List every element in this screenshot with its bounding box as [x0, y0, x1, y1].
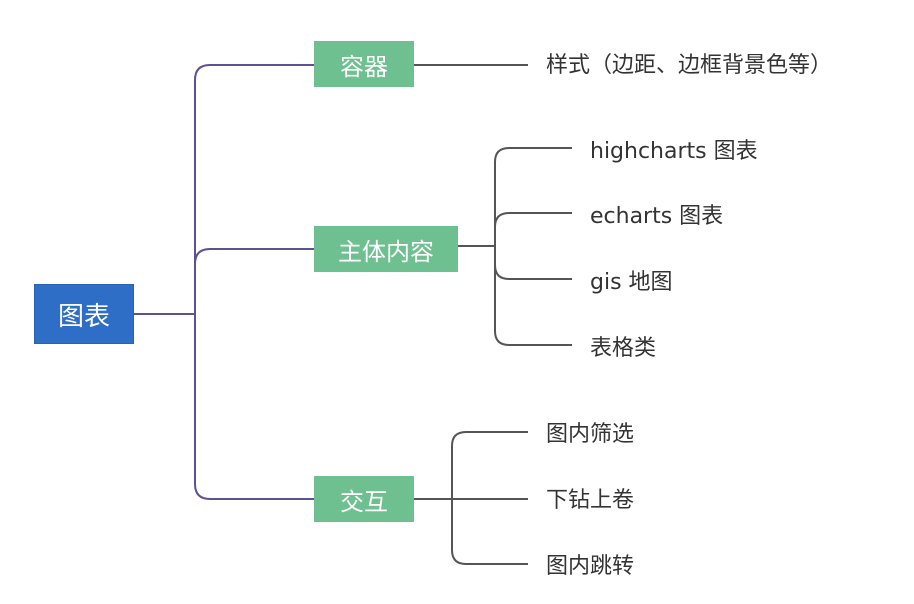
leaf-node-echarts[interactable]: echarts 图表 [590, 204, 724, 229]
connector-main-content-to-gis [494, 264, 572, 280]
connector-root-to-main-content [194, 248, 314, 265]
root-node-label: 图表 [57, 301, 110, 332]
leaf-node-in-chart-jump[interactable]: 图内跳转 [546, 554, 635, 579]
category-node-main-content-label: 主体内容 [338, 237, 434, 266]
category-node-containers[interactable]: 容器 [314, 41, 414, 87]
connector-interaction-branch [451, 431, 528, 565]
connector-root-to-interaction [194, 299, 314, 500]
leaf-node-table[interactable]: 表格类 [590, 336, 657, 361]
connector-main-content-branch [494, 147, 572, 346]
root-node[interactable]: 图表 [34, 284, 134, 344]
category-node-interaction-label: 交互 [340, 487, 388, 516]
leaf-node-highcharts[interactable]: highcharts 图表 [590, 139, 758, 164]
category-node-interaction[interactable]: 交互 [314, 476, 414, 522]
leaf-node-gis-map[interactable]: gis 地图 [590, 270, 673, 295]
category-node-containers-label: 容器 [340, 52, 388, 81]
leaf-node-style[interactable]: 样式（边距、边框背景色等） [546, 53, 833, 78]
connector-root-to-containers [194, 64, 314, 299]
category-node-main-content[interactable]: 主体内容 [314, 226, 458, 272]
leaf-node-drill-down-roll-up[interactable]: 下钻上卷 [546, 488, 635, 513]
leaf-node-in-chart-filter[interactable]: 图内筛选 [546, 422, 635, 447]
connector-main-content-to-echarts [494, 212, 572, 228]
